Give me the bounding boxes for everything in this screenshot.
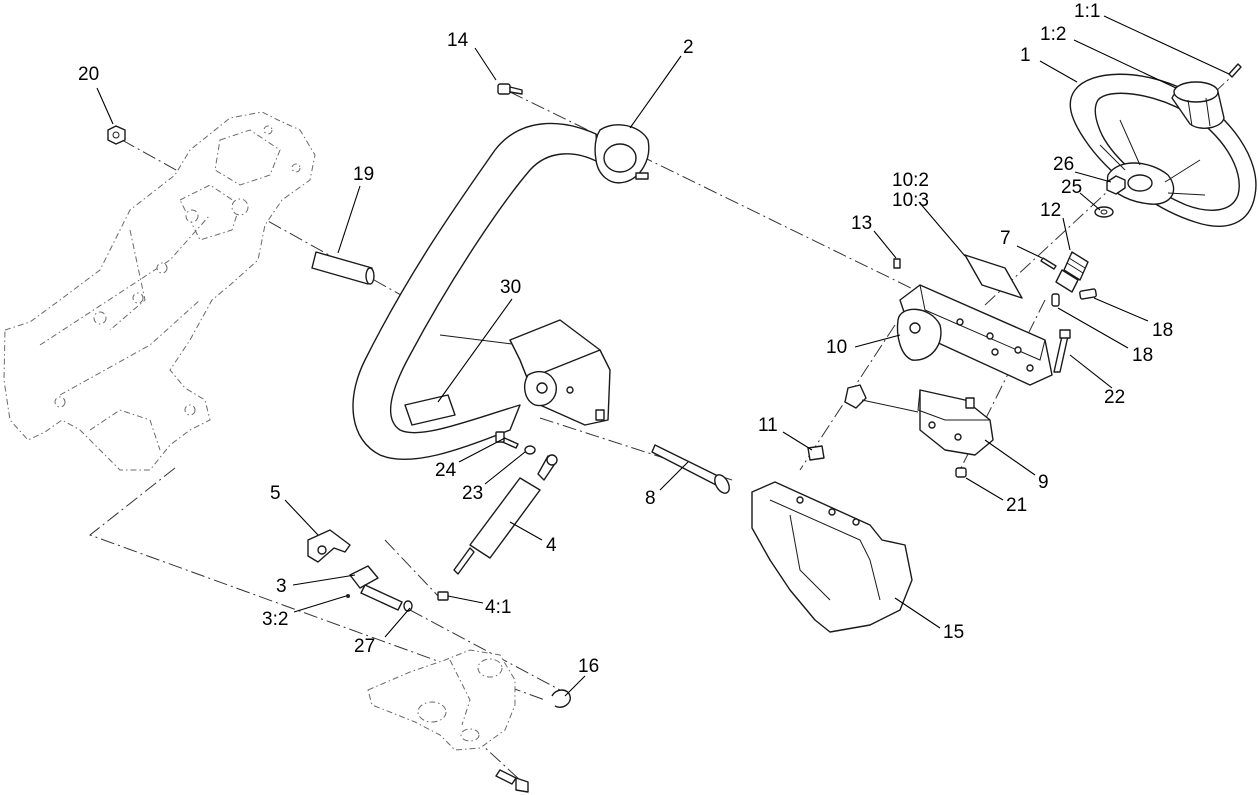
leader-lines bbox=[96, 15, 1230, 697]
callout-16: 16 bbox=[578, 656, 599, 677]
callout-labels: 1:1 1:2 1 2 14 20 19 26 25 12 10:2 10:3 … bbox=[78, 1, 1173, 677]
steering-wheel bbox=[1069, 73, 1257, 227]
callout-23: 23 bbox=[462, 483, 483, 504]
callout-22: 22 bbox=[1104, 387, 1125, 408]
callout-21: 21 bbox=[1006, 495, 1027, 516]
decal-30 bbox=[404, 394, 456, 426]
callout-8: 8 bbox=[645, 488, 656, 509]
bolt-18b bbox=[1051, 293, 1060, 307]
callout-1-2: 1:2 bbox=[1040, 24, 1066, 45]
assembly-centerlines bbox=[88, 77, 1231, 781]
fastener-4-1 bbox=[437, 591, 449, 601]
pedal-bracket bbox=[509, 319, 611, 426]
callout-30: 30 bbox=[500, 277, 521, 298]
steering-shroud bbox=[751, 481, 913, 633]
gas-spring-4 bbox=[453, 454, 558, 575]
callout-10: 10 bbox=[826, 337, 847, 358]
pin-7 bbox=[1040, 257, 1057, 270]
callout-5: 5 bbox=[270, 483, 281, 504]
callout-18-a: 18 bbox=[1152, 320, 1173, 341]
decal-10-2 bbox=[964, 254, 1023, 299]
screw-13 bbox=[893, 258, 901, 269]
callout-24: 24 bbox=[435, 460, 457, 481]
screw-24 bbox=[495, 431, 519, 449]
callout-10-3: 10:3 bbox=[892, 190, 929, 211]
retainer-16 bbox=[551, 689, 571, 708]
washer-23 bbox=[524, 445, 536, 455]
callout-9: 9 bbox=[1038, 472, 1049, 493]
callout-18-b: 18 bbox=[1132, 345, 1153, 366]
callout-20: 20 bbox=[78, 64, 99, 85]
callout-25: 25 bbox=[1061, 177, 1082, 198]
callout-7: 7 bbox=[1000, 228, 1011, 249]
lower-bracket-ghost bbox=[367, 649, 516, 751]
callout-14: 14 bbox=[447, 30, 469, 51]
callout-26: 26 bbox=[1053, 154, 1074, 175]
callout-4: 4 bbox=[546, 535, 557, 556]
splined-hub-12 bbox=[1055, 251, 1089, 293]
callout-19: 19 bbox=[353, 164, 374, 185]
clevis-pin-8 bbox=[651, 444, 730, 494]
nut-26 bbox=[1106, 175, 1126, 195]
bolt-14 bbox=[497, 83, 523, 95]
bolt-18a bbox=[1079, 288, 1097, 300]
steering-tube bbox=[352, 122, 650, 461]
pivot-3 bbox=[349, 565, 413, 612]
callout-27: 27 bbox=[354, 636, 375, 657]
bolt-22 bbox=[1053, 329, 1071, 373]
clip-11 bbox=[807, 445, 825, 461]
set-screw-3-2 bbox=[346, 594, 350, 598]
callout-12: 12 bbox=[1040, 200, 1061, 221]
shaft-19 bbox=[311, 251, 375, 285]
lower-bolt bbox=[495, 769, 529, 793]
tilt-actuator bbox=[844, 384, 994, 456]
cap-screw bbox=[1228, 63, 1242, 78]
callout-1-1: 1:1 bbox=[1074, 1, 1100, 22]
callout-3-2: 3:2 bbox=[262, 609, 288, 630]
nut-20 bbox=[107, 125, 126, 145]
callout-13: 13 bbox=[851, 213, 872, 234]
callout-15: 15 bbox=[943, 622, 964, 643]
callout-3: 3 bbox=[276, 576, 287, 597]
wheel-cap bbox=[1171, 81, 1225, 129]
frame-mount-ghost bbox=[3, 111, 316, 471]
callout-1: 1 bbox=[1020, 45, 1031, 66]
callout-10-2: 10:2 bbox=[892, 170, 929, 191]
column-bracket bbox=[896, 284, 1053, 386]
nut-21 bbox=[955, 467, 967, 478]
callout-4-1: 4:1 bbox=[485, 597, 511, 618]
latch-5 bbox=[307, 529, 351, 563]
callout-11: 11 bbox=[758, 415, 778, 436]
callout-2: 2 bbox=[683, 37, 694, 58]
